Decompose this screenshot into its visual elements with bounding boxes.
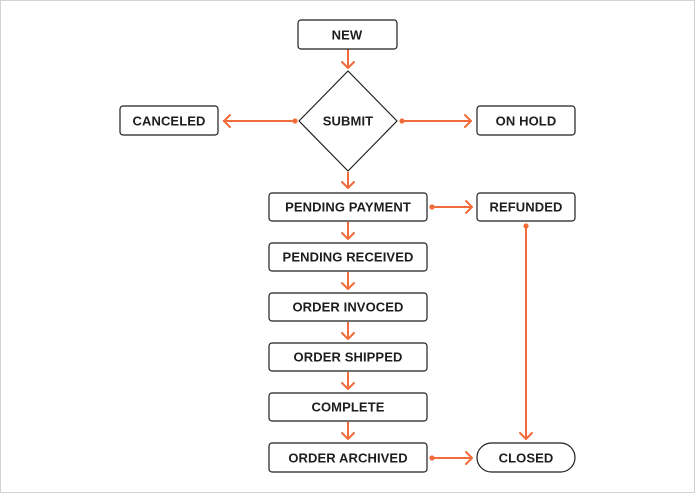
- edge-pending-payment-to-pending-received: [341, 222, 355, 240]
- node-submit-label: SUBMIT: [323, 114, 373, 129]
- node-pending-payment: PENDING PAYMENT: [268, 192, 428, 222]
- edge-submit-to-pending-payment: [341, 172, 355, 189]
- node-submit: SUBMIT: [298, 70, 398, 172]
- node-new: NEW: [297, 19, 398, 50]
- node-pending-received-label: PENDING RECEIVED: [283, 250, 414, 265]
- node-refunded-label: REFUNDED: [489, 200, 562, 215]
- edge-complete-to-order-archived: [341, 422, 355, 440]
- edge-new-to-submit: [341, 49, 355, 69]
- node-on-hold-label: ON HOLD: [496, 114, 557, 129]
- node-new-label: NEW: [332, 28, 363, 43]
- node-order-archived-label: ORDER ARCHIVED: [288, 451, 407, 466]
- node-pending-payment-label: PENDING PAYMENT: [285, 200, 411, 215]
- edge-order-archived-to-closed: [429, 451, 473, 465]
- node-order-invoced: ORDER INVOCED: [268, 292, 428, 322]
- edge-submit-to-on-hold: [399, 114, 472, 128]
- node-order-shipped: ORDER SHIPPED: [268, 342, 428, 372]
- node-order-archived: ORDER ARCHIVED: [268, 442, 428, 473]
- node-complete: COMPLETE: [268, 392, 428, 422]
- edge-order-invoced-to-order-shipped: [341, 322, 355, 340]
- edge-refunded-to-closed: [519, 223, 533, 440]
- edge-pending-received-to-order-invoced: [341, 272, 355, 290]
- node-refunded: REFUNDED: [476, 192, 576, 222]
- node-closed-label: CLOSED: [499, 451, 554, 466]
- edge-pending-payment-to-refunded: [429, 200, 473, 214]
- node-on-hold: ON HOLD: [476, 105, 576, 136]
- node-closed: CLOSED: [476, 442, 576, 473]
- node-canceled-label: CANCELED: [132, 114, 205, 129]
- edge-order-shipped-to-complete: [341, 372, 355, 390]
- node-pending-received: PENDING RECEIVED: [268, 242, 428, 272]
- node-canceled: CANCELED: [119, 105, 219, 136]
- edge-submit-to-canceled: [223, 114, 298, 128]
- node-order-shipped-label: ORDER SHIPPED: [294, 350, 403, 365]
- node-complete-label: COMPLETE: [311, 400, 384, 415]
- node-order-invoced-label: ORDER INVOCED: [292, 300, 403, 315]
